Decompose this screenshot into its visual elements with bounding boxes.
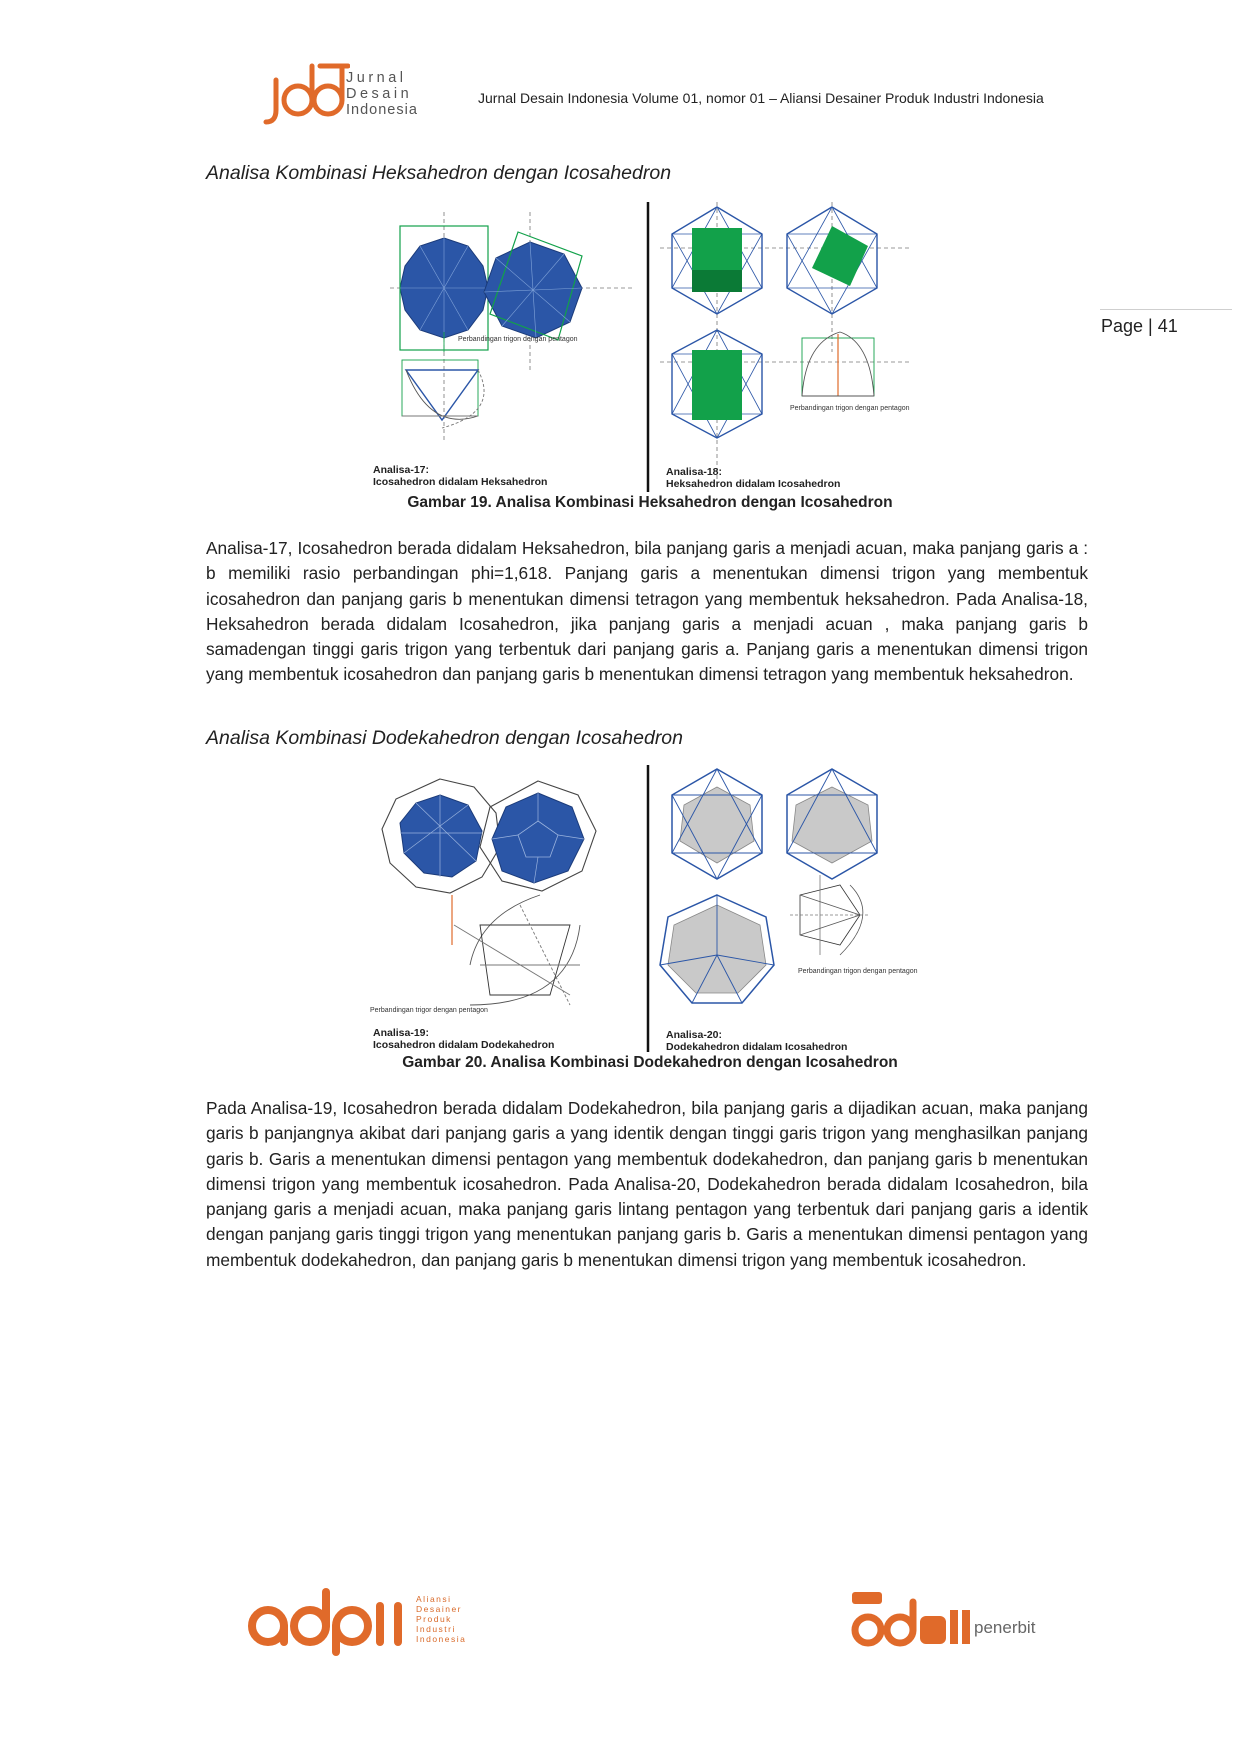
heksahedron-in-icosahedron-c: [671, 329, 763, 439]
figure-20-drawing: Perbandingan trigor dengan pentagon: [370, 765, 918, 1052]
figure-20: Perbandingan trigor dengan pentagon: [370, 765, 930, 1053]
figure-19-note-left: Perbandingan trigon dengan pentagon: [458, 336, 578, 343]
section-heading-dodekahedron: Analisa Kombinasi Dodekahedron dengan Ic…: [206, 727, 683, 749]
figure-19: Perbandingan trigon dengan pentagon: [370, 202, 930, 492]
heksahedron-in-icosahedron-a: [671, 206, 763, 315]
jdi-logo-mark-icon: [263, 63, 350, 125]
trigon-construction-right: [801, 331, 875, 397]
page-number-rule: [1100, 309, 1232, 310]
figure-19-label-left-1: Analisa-17:: [373, 464, 430, 476]
journal-logo: Jurnal Desain Indonesia: [262, 58, 432, 128]
adpii-penerbit-logo: penerbit: [850, 1588, 1050, 1658]
figure-20-label-right: Analisa-20: Dodekahedron didalam Icosahe…: [666, 1029, 847, 1053]
figure-19-label-right: Analisa-18: Heksahedron didalam Icosahed…: [666, 466, 840, 490]
icosahedron-in-dodekahedron-a: [381, 778, 501, 894]
figure-20-label-left-1: Analisa-19:: [373, 1027, 430, 1039]
figure-20-note-left: Perbandingan trigor dengan pentagon: [370, 1007, 488, 1014]
adpii-logo-left: Aliansi Desainer Produk Industri Indones…: [244, 1586, 474, 1656]
penerbit-label: penerbit: [974, 1618, 1036, 1637]
adpii-word-3: Produk: [416, 1614, 452, 1624]
paragraph-analisa-17-18: Analisa-17, Icosahedron berada didalam H…: [206, 538, 1088, 685]
paragraph-analisa-19-20: Pada Analisa-19, Icosahedron berada dida…: [206, 1098, 1088, 1270]
figure-20-label-left: Analisa-19: Icosahedron didalam Dodekahe…: [373, 1027, 554, 1051]
figure-19-note-right: Perbandingan trigon dengan pentagon: [790, 405, 910, 412]
trigon-construction-left: [401, 332, 485, 429]
adpii-word-4: Industri: [416, 1624, 456, 1634]
dodekahedron-in-icosahedron-c: [659, 894, 775, 1004]
figure-19-label-left-2: Icosahedron didalam Heksahedron: [373, 476, 548, 488]
trigon-construction-left: [451, 894, 581, 1006]
figure-20-caption: Gambar 20. Analisa Kombinasi Dodekahedro…: [402, 1054, 898, 1071]
dodekahedron-in-icosahedron-a: [671, 768, 763, 880]
figure-20-label-right-1: Analisa-20:: [666, 1029, 723, 1041]
adpii-logo-icon: [248, 1588, 402, 1656]
adpii-word-2: Desainer: [416, 1604, 463, 1614]
trigon-construction-right: [790, 875, 870, 956]
dodekahedron-in-icosahedron-b: [786, 768, 878, 880]
icosahedron-front-view: [399, 225, 489, 351]
adpii-penerbit-logo-icon: [851, 1592, 970, 1647]
heksahedron-in-icosahedron-b: [786, 206, 878, 315]
figure-19-label-left: Analisa-17: Icosahedron didalam Heksahed…: [373, 464, 547, 488]
icosahedron-in-dodekahedron-b: [479, 780, 597, 892]
adpii-wordmark: Aliansi Desainer Produk Industri Indones…: [416, 1594, 466, 1644]
logo-word-2: Desain: [346, 86, 413, 102]
icosahedron-rotated-view: [483, 231, 583, 341]
page-number: Page | 41: [1101, 316, 1178, 336]
logo-wordmark: Jurnal Desain Indonesia: [346, 70, 418, 118]
figure-19-caption: Gambar 19. Analisa Kombinasi Heksahedron…: [407, 494, 893, 511]
figure-19-label-right-2: Heksahedron didalam Icosahedron: [666, 478, 841, 490]
logo-word-3: Indonesia: [346, 102, 418, 118]
figure-20-label-left-2: Icosahedron didalam Dodekahedron: [373, 1039, 555, 1051]
adpii-word-5: Indonesia: [416, 1634, 467, 1644]
logo-word-1: Jurnal: [346, 70, 407, 86]
section-heading-heksahedron: Analisa Kombinasi Heksahedron dengan Ico…: [206, 162, 672, 184]
figure-19-drawing: Perbandingan trigon dengan pentagon: [390, 202, 910, 492]
running-head: Jurnal Desain Indonesia Volume 01, nomor…: [478, 90, 1044, 106]
figure-19-label-right-1: Analisa-18:: [666, 466, 723, 478]
figure-20-label-right-2: Dodekahedron didalam Icosahedron: [666, 1041, 848, 1053]
adpii-word-1: Aliansi: [416, 1594, 452, 1604]
figure-20-note-right: Perbandingan trigon dengan pentagon: [798, 968, 918, 975]
